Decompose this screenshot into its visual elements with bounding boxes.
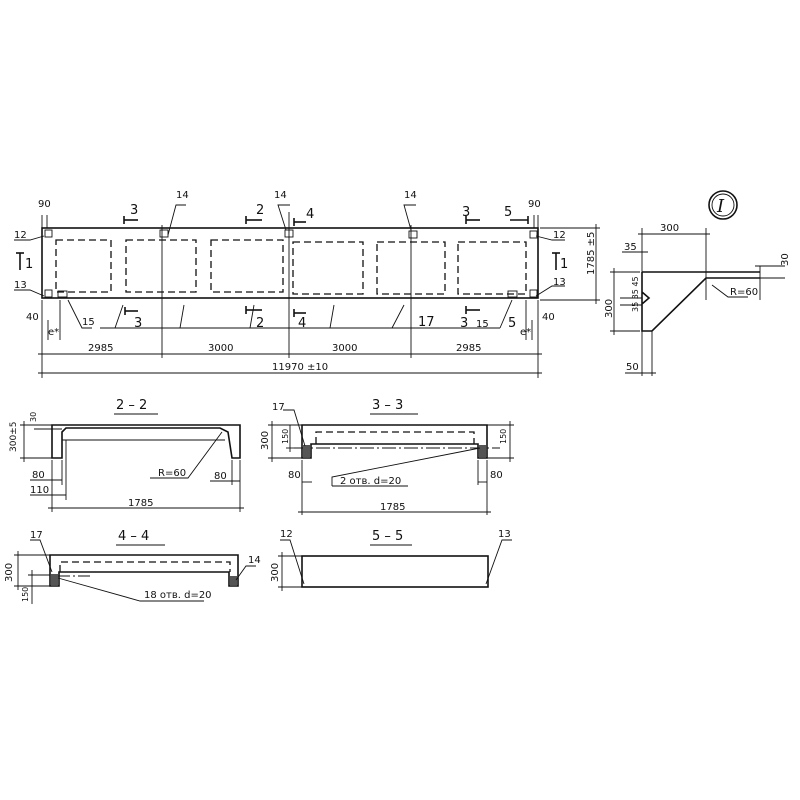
dim-label: 40 (542, 312, 555, 323)
dim-label: 1785 (380, 502, 405, 513)
dim-label: 40 (26, 312, 39, 323)
part-label: 17 (272, 402, 285, 413)
section-3-3: 3 – 3 17 150 300 150 80 80 1785 2 отв. d… (260, 398, 514, 515)
dim-label: 300±5 (9, 422, 19, 452)
section-4-4: 4 – 4 17 300 150 14 18 отв. d=20 (4, 529, 261, 604)
dim-label: 30 (29, 412, 38, 422)
dim-label: 80 (490, 470, 503, 481)
dim-label: 300 (604, 299, 615, 318)
part-label: 17 (30, 530, 43, 541)
embedded-parts (44, 229, 538, 298)
dim-label: 30 (780, 253, 791, 266)
section-mark: 5 (504, 205, 512, 220)
dim-label: 35 35 45 (631, 276, 640, 312)
dim-label: 300 (270, 563, 281, 582)
radius-label: R=60 (730, 287, 758, 298)
holes-note: 18 отв. d=20 (144, 590, 212, 601)
dim-label: 2985 (88, 343, 113, 354)
section-mark: 1 (560, 257, 568, 272)
part-label: 12 (14, 230, 27, 241)
dim-label: 35 (624, 242, 637, 253)
dim-label: 3000 (208, 343, 233, 354)
section-mark: 3 (460, 316, 468, 331)
dim-label: 150 (499, 429, 508, 444)
section-2-2: 2 – 2 300±5 30 R=60 80 80 110 1785 (9, 398, 244, 512)
part-label: 13 (553, 277, 566, 288)
part-label: 15 (476, 319, 489, 330)
part-label: 14 (404, 190, 417, 201)
dim-label: 150 (281, 429, 290, 444)
part-label: 12 (280, 529, 293, 540)
radius-label: R=60 (158, 468, 186, 479)
detail-I: I 300 35 30 R=60 300 35 35 45 50 (604, 190, 791, 376)
section-mark: 2 (256, 316, 264, 331)
dim-label: 2985 (456, 343, 481, 354)
section-markers (16, 216, 560, 317)
dim-label: 150 (21, 587, 30, 602)
plan-view: 90 14 14 14 90 3 2 4 3 5 3 2 4 17 3 5 1 … (14, 190, 600, 378)
section-5-5: 5 – 5 12 13 300 (270, 529, 512, 591)
plan-dimension-lines (14, 204, 600, 378)
part-label: 13 (14, 280, 27, 291)
dim-label: 300 (260, 431, 271, 450)
dim-label: 90 (528, 199, 541, 210)
dim-label: 90 (38, 199, 51, 210)
dim-label: 80 (214, 471, 227, 482)
slab-outline (41, 227, 539, 299)
section-mark: 3 (134, 316, 142, 331)
section-mark: 4 (298, 316, 306, 331)
section-mark: 3 (462, 205, 470, 220)
total-length-label: 11970 ±10 (272, 362, 328, 373)
dim-label: 80 (288, 470, 301, 481)
part-label: 14 (274, 190, 287, 201)
dim-label: 300 (4, 563, 15, 582)
section-title: 5 – 5 (372, 529, 403, 544)
section-mark: 3 (130, 203, 138, 218)
section-title: 4 – 4 (118, 529, 149, 544)
part-label: 14 (176, 190, 189, 201)
dim-label: e* (48, 327, 59, 338)
section-mark: 4 (306, 207, 314, 222)
part-label: 13 (498, 529, 511, 540)
plan-ribs (55, 239, 527, 295)
part-label: 12 (553, 230, 566, 241)
dim-label: 1785 (128, 498, 153, 509)
section-title: 3 – 3 (372, 398, 403, 413)
detail-profile (641, 271, 760, 332)
section-mark: 1 (25, 257, 33, 272)
part-label: 15 (82, 317, 95, 328)
dim-label: 110 (30, 485, 49, 496)
part-label: 14 (248, 555, 261, 566)
dim-label: 3000 (332, 343, 357, 354)
holes-note: 2 отв. d=20 (340, 476, 401, 487)
dim-label: 50 (626, 362, 639, 373)
width-label: 1785 ±5 (586, 232, 597, 275)
section-mark: 2 (256, 203, 264, 218)
dim-label: 300 (660, 223, 679, 234)
section-title: 2 – 2 (116, 398, 147, 413)
dim-label: 80 (32, 470, 45, 481)
part-label: 17 (418, 315, 435, 330)
section-mark: 5 (508, 316, 516, 331)
detail-title: I (716, 196, 725, 217)
dim-label: e* (520, 327, 531, 338)
